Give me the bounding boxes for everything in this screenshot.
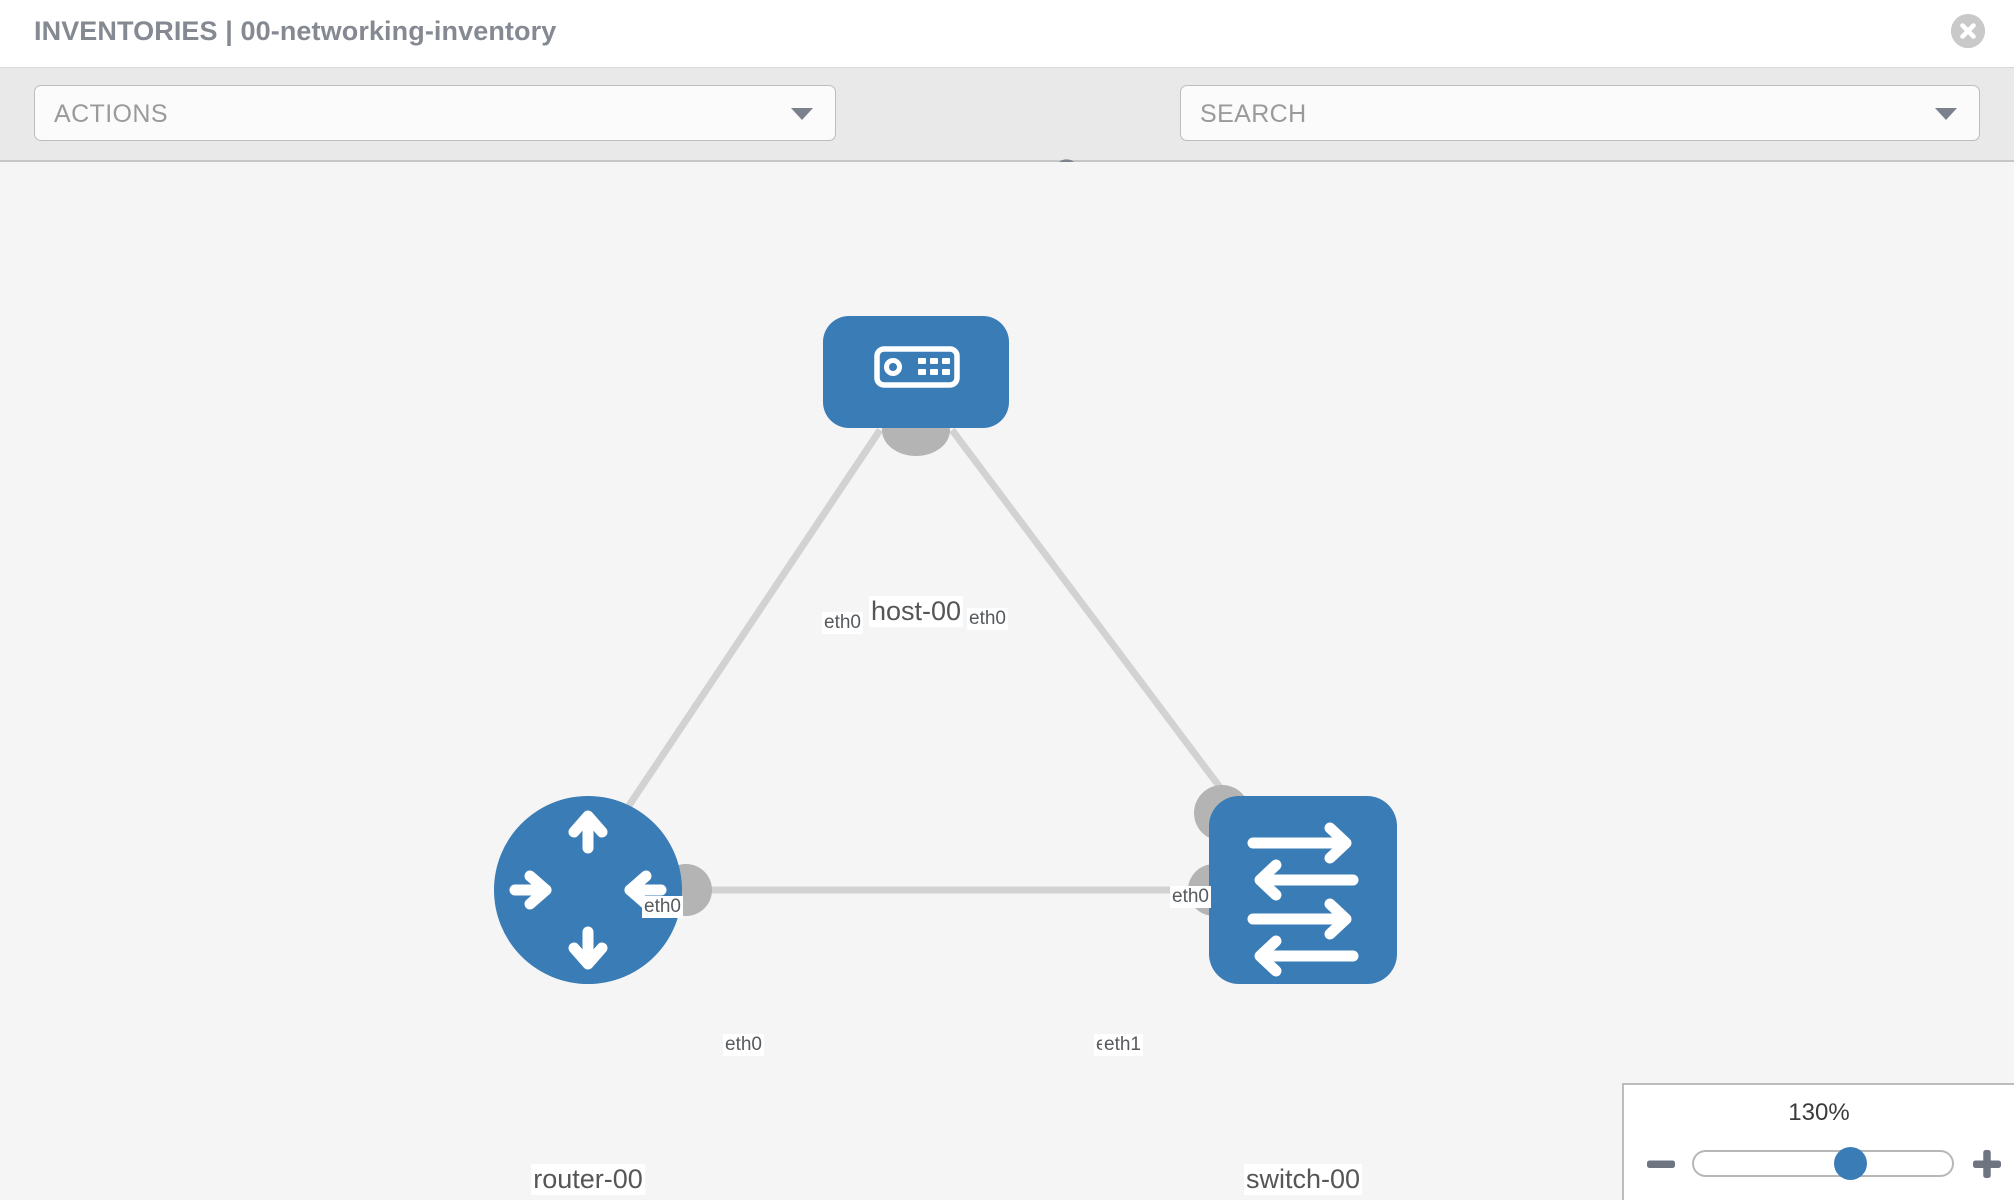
page-header: INVENTORIES | 00-networking-inventory [0, 0, 2014, 68]
port-label-router-to-switch: eth0 [723, 1034, 764, 1056]
plus-icon[interactable] [1968, 1145, 2006, 1183]
chevron-down-icon [1935, 108, 1957, 120]
zoom-control-panel: 130% [1622, 1083, 2014, 1200]
search-input[interactable]: SEARCH [1180, 85, 1980, 141]
port-label-switch-to-host: eth0 [1170, 886, 1211, 908]
search-placeholder: SEARCH [1200, 100, 1307, 128]
server-icon [874, 346, 960, 388]
page-title: INVENTORIES | 00-networking-inventory [34, 16, 557, 46]
switch-arrows-icon [1247, 822, 1359, 977]
link-layer [607, 427, 1258, 894]
node-router-00 [494, 796, 682, 984]
node-switch-00 [1209, 796, 1397, 984]
chevron-down-icon [791, 108, 813, 120]
actions-dropdown[interactable]: ACTIONS [34, 85, 836, 141]
zoom-slider[interactable] [1692, 1147, 1954, 1180]
port-layer [660, 404, 1250, 916]
link-host-switch [949, 427, 1258, 837]
topology-graph [494, 316, 1397, 984]
topology-canvas[interactable]: host-00 router-00 switch-00 eth0 eth0 et… [0, 162, 2014, 1200]
port-label-host-to-router: eth0 [822, 612, 863, 634]
toolbar: ACTIONS SEARCH [0, 68, 2014, 197]
actions-dropdown-label: ACTIONS [54, 100, 168, 128]
router-arrows-icon [509, 810, 667, 970]
port-label-router-to-host: eth0 [642, 896, 683, 918]
close-icon[interactable] [1951, 14, 1985, 48]
port-label-switch-to-router: eth1 [1102, 1034, 1143, 1056]
node-host-00 [823, 316, 1009, 428]
link-host-router [607, 428, 883, 836]
zoom-slider-thumb[interactable] [1833, 1147, 1867, 1180]
minus-icon[interactable] [1642, 1145, 1680, 1183]
port-label-host-to-switch: eth0 [967, 608, 1008, 630]
node-label-switch: switch-00 [1243, 1164, 1363, 1195]
zoom-level-value: 130% [1788, 1099, 1850, 1126]
node-label-router: router-00 [531, 1164, 645, 1195]
node-label-host: host-00 [868, 596, 964, 627]
